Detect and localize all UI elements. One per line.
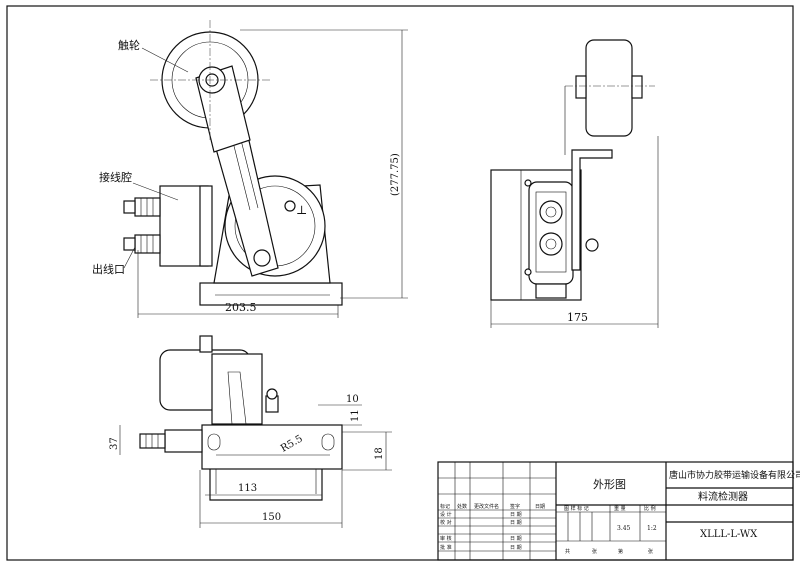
dim-width-side: 175 xyxy=(567,311,588,324)
rev-file: 更改文件名 xyxy=(474,503,499,510)
dim-37: 37 xyxy=(109,437,120,450)
date-label-2: 日 期 xyxy=(510,520,522,526)
scale-value: 1:2 xyxy=(647,525,657,532)
rev-date: 日期 xyxy=(535,504,545,510)
front-base-plate xyxy=(199,282,343,306)
col-stage-mark: 图 样 标 记 xyxy=(564,505,589,512)
cable-gland-lower xyxy=(134,234,161,254)
role-design: 设 计 xyxy=(440,511,452,518)
sheet-no-unit: 张 xyxy=(648,548,653,555)
label-wiring-chamber: 接线腔 xyxy=(99,170,132,184)
rev-marker: 标记 xyxy=(440,503,450,510)
top-gland xyxy=(164,429,203,453)
dim-18: 18 xyxy=(374,447,385,460)
sheet-total-label: 共 xyxy=(565,548,570,555)
role-review: 审 核 xyxy=(440,535,452,542)
sheet-total-unit: 张 xyxy=(592,548,597,555)
dim-height: (277.75) xyxy=(390,153,401,196)
svg-text:⊥: ⊥ xyxy=(296,203,307,217)
company-name: 唐山市协力胶带运输设备有限公司 xyxy=(669,469,800,481)
weight-value: 3.45 xyxy=(617,525,631,532)
date-label-3: 日 期 xyxy=(510,536,522,542)
front-view: ⊥ 触轮 接线腔 出线口 (277.75) 203.5 xyxy=(92,20,408,318)
title-block: 标记 处数 更改文件名 签字 日期 设 计 日 期 校 对 日 期 审 核 日 … xyxy=(437,461,800,561)
dim-10: 10 xyxy=(346,394,359,405)
side-gland-lower xyxy=(539,232,563,256)
model-number: XLLL-L-WX xyxy=(700,529,758,540)
dim-113: 113 xyxy=(238,483,257,494)
date-label-4: 日 期 xyxy=(510,545,522,551)
rev-sign: 签字 xyxy=(510,503,520,510)
dim-150: 150 xyxy=(262,512,281,523)
role-proofread: 校 对 xyxy=(440,519,452,526)
role-approve: 批 准 xyxy=(440,544,452,551)
label-contact-wheel: 触轮 xyxy=(118,38,140,52)
dim-11: 11 xyxy=(350,409,361,422)
date-label-1: 日 期 xyxy=(510,512,522,518)
dim-width-front: 203.5 xyxy=(225,301,257,314)
view-name: 外形图 xyxy=(593,478,626,491)
top-base xyxy=(201,424,343,470)
cable-gland-upper xyxy=(134,197,161,217)
sheet-border xyxy=(6,5,794,561)
rev-count: 处数 xyxy=(457,503,467,510)
top-view: 10 11 37 R5.5 18 113 150 xyxy=(109,335,392,528)
side-wheel xyxy=(585,39,633,137)
side-view: 175 xyxy=(490,39,659,328)
col-scale: 比 例 xyxy=(644,505,656,512)
sheet-no-label: 第 xyxy=(618,548,623,555)
product-name: 料流检测器 xyxy=(698,490,748,503)
col-weight: 重 量 xyxy=(614,505,626,512)
label-cable-outlet: 出线口 xyxy=(92,262,125,276)
side-gland-upper xyxy=(539,200,563,224)
side-bracket xyxy=(571,149,613,271)
